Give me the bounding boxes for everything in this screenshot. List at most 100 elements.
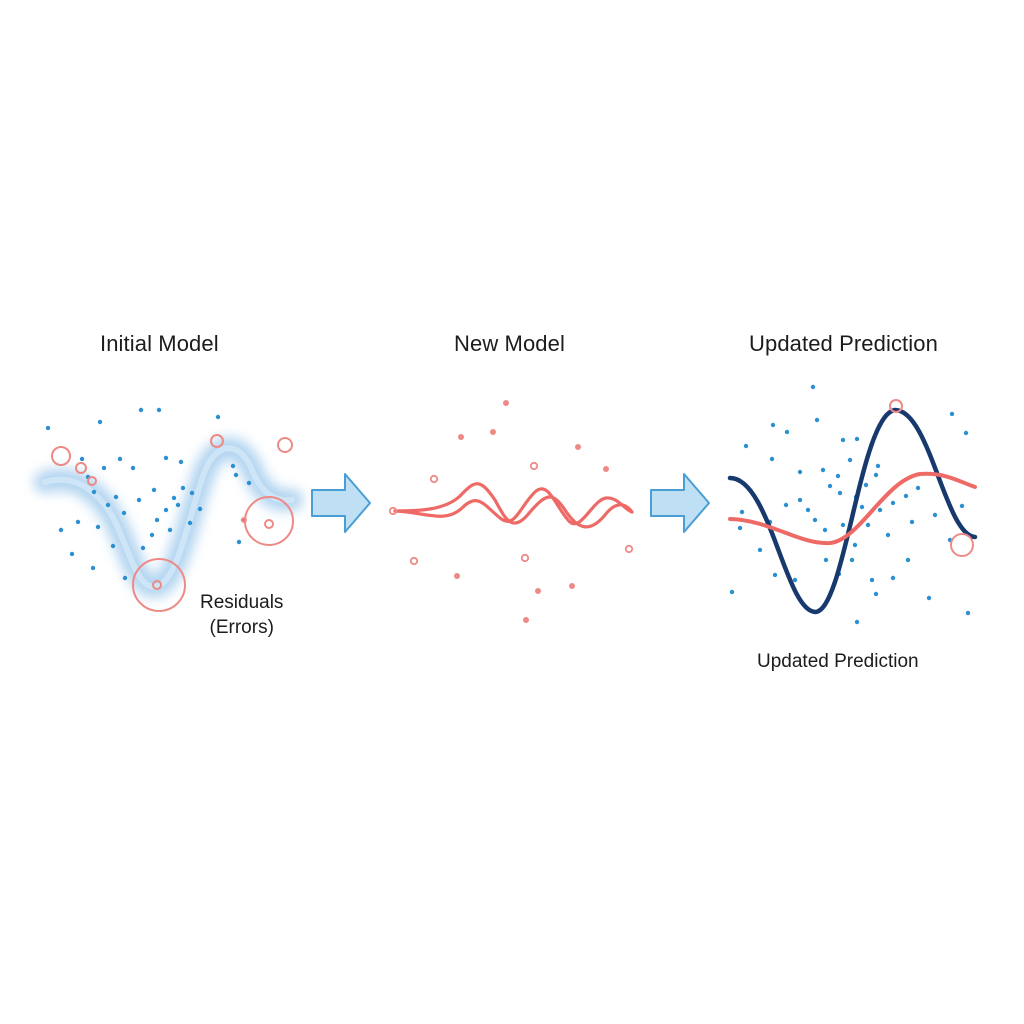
data-point (197, 506, 203, 512)
data-point (230, 463, 236, 469)
data-point (959, 503, 965, 509)
data-point (729, 589, 735, 595)
right-arrow-icon (311, 473, 371, 533)
data-point (835, 473, 841, 479)
data-point (136, 497, 142, 503)
data-point (79, 456, 85, 462)
data-point (847, 457, 853, 463)
data-point (110, 543, 116, 549)
data-point (877, 507, 883, 513)
residual-circle (241, 517, 247, 523)
new-model-title: New Model (454, 331, 565, 356)
residual-point (535, 588, 541, 594)
residual-circle (75, 462, 87, 474)
data-point (97, 419, 103, 425)
residual-fit-curve (728, 471, 977, 546)
updated-prediction-title: Updated Prediction (749, 331, 938, 356)
data-point (171, 495, 177, 501)
residual-point (429, 474, 439, 484)
residual-circle (87, 476, 97, 486)
residual-point (409, 556, 419, 566)
data-point (837, 490, 843, 496)
initial-residual-circles (51, 434, 294, 612)
data-point (827, 483, 833, 489)
residual-point (388, 506, 398, 516)
residual-point (569, 583, 575, 589)
data-point (149, 532, 155, 538)
data-point (178, 459, 184, 465)
data-point (122, 575, 128, 581)
data-point (849, 557, 855, 563)
data-point (215, 414, 221, 420)
initial-fit-core (42, 445, 295, 590)
data-point (854, 619, 860, 625)
data-point (91, 489, 97, 495)
data-point (909, 519, 915, 525)
data-point (743, 443, 749, 449)
data-point (810, 384, 816, 390)
data-point (840, 522, 846, 528)
data-point (105, 502, 111, 508)
data-point (69, 551, 75, 557)
data-point (784, 429, 790, 435)
data-point (117, 456, 123, 462)
data-point (823, 557, 829, 563)
data-point (905, 557, 911, 563)
data-point (965, 610, 971, 616)
updated-fit-curve (727, 407, 978, 615)
residual-point (454, 573, 460, 579)
data-point (875, 463, 881, 469)
data-point (822, 527, 828, 533)
residual-circle (889, 399, 903, 413)
data-point (769, 456, 775, 462)
residuals-caption: Residuals (Errors) (200, 590, 283, 640)
new-model-panel (388, 400, 634, 623)
residual-point (603, 466, 609, 472)
data-point (863, 482, 869, 488)
data-point (151, 487, 157, 493)
residual-circle (132, 558, 186, 612)
data-point (121, 510, 127, 516)
data-point (852, 542, 858, 548)
data-point (163, 507, 169, 513)
data-point (859, 504, 865, 510)
data-point (792, 577, 798, 583)
data-point (101, 465, 107, 471)
data-point (130, 465, 136, 471)
data-point (246, 480, 252, 486)
residual-point (624, 544, 634, 554)
data-point (90, 565, 96, 571)
residual-point (503, 400, 509, 406)
data-point (175, 502, 181, 508)
data-point (770, 422, 776, 428)
residual-circle (277, 437, 293, 453)
new-model-wave-a (393, 482, 634, 529)
data-point (772, 572, 778, 578)
data-point (154, 517, 160, 523)
data-point (783, 502, 789, 508)
data-point (757, 547, 763, 553)
initial-fit-glow (34, 437, 303, 598)
data-point (75, 519, 81, 525)
data-point (739, 509, 745, 515)
right-arrow-icon (650, 473, 710, 533)
data-point (138, 407, 144, 413)
data-point (812, 517, 818, 523)
data-point (189, 490, 195, 496)
data-point (45, 425, 51, 431)
data-point (869, 577, 875, 583)
initial-model-title: Initial Model (100, 331, 219, 356)
new-model-points (454, 400, 609, 623)
data-point (854, 436, 860, 442)
data-point (890, 500, 896, 506)
data-point (180, 485, 186, 491)
residual-circle (264, 519, 274, 529)
data-point (903, 493, 909, 499)
data-point (890, 575, 896, 581)
data-point (805, 507, 811, 513)
data-point (873, 591, 879, 597)
data-point (814, 417, 820, 423)
data-point (820, 467, 826, 473)
residual-circle (950, 533, 974, 557)
